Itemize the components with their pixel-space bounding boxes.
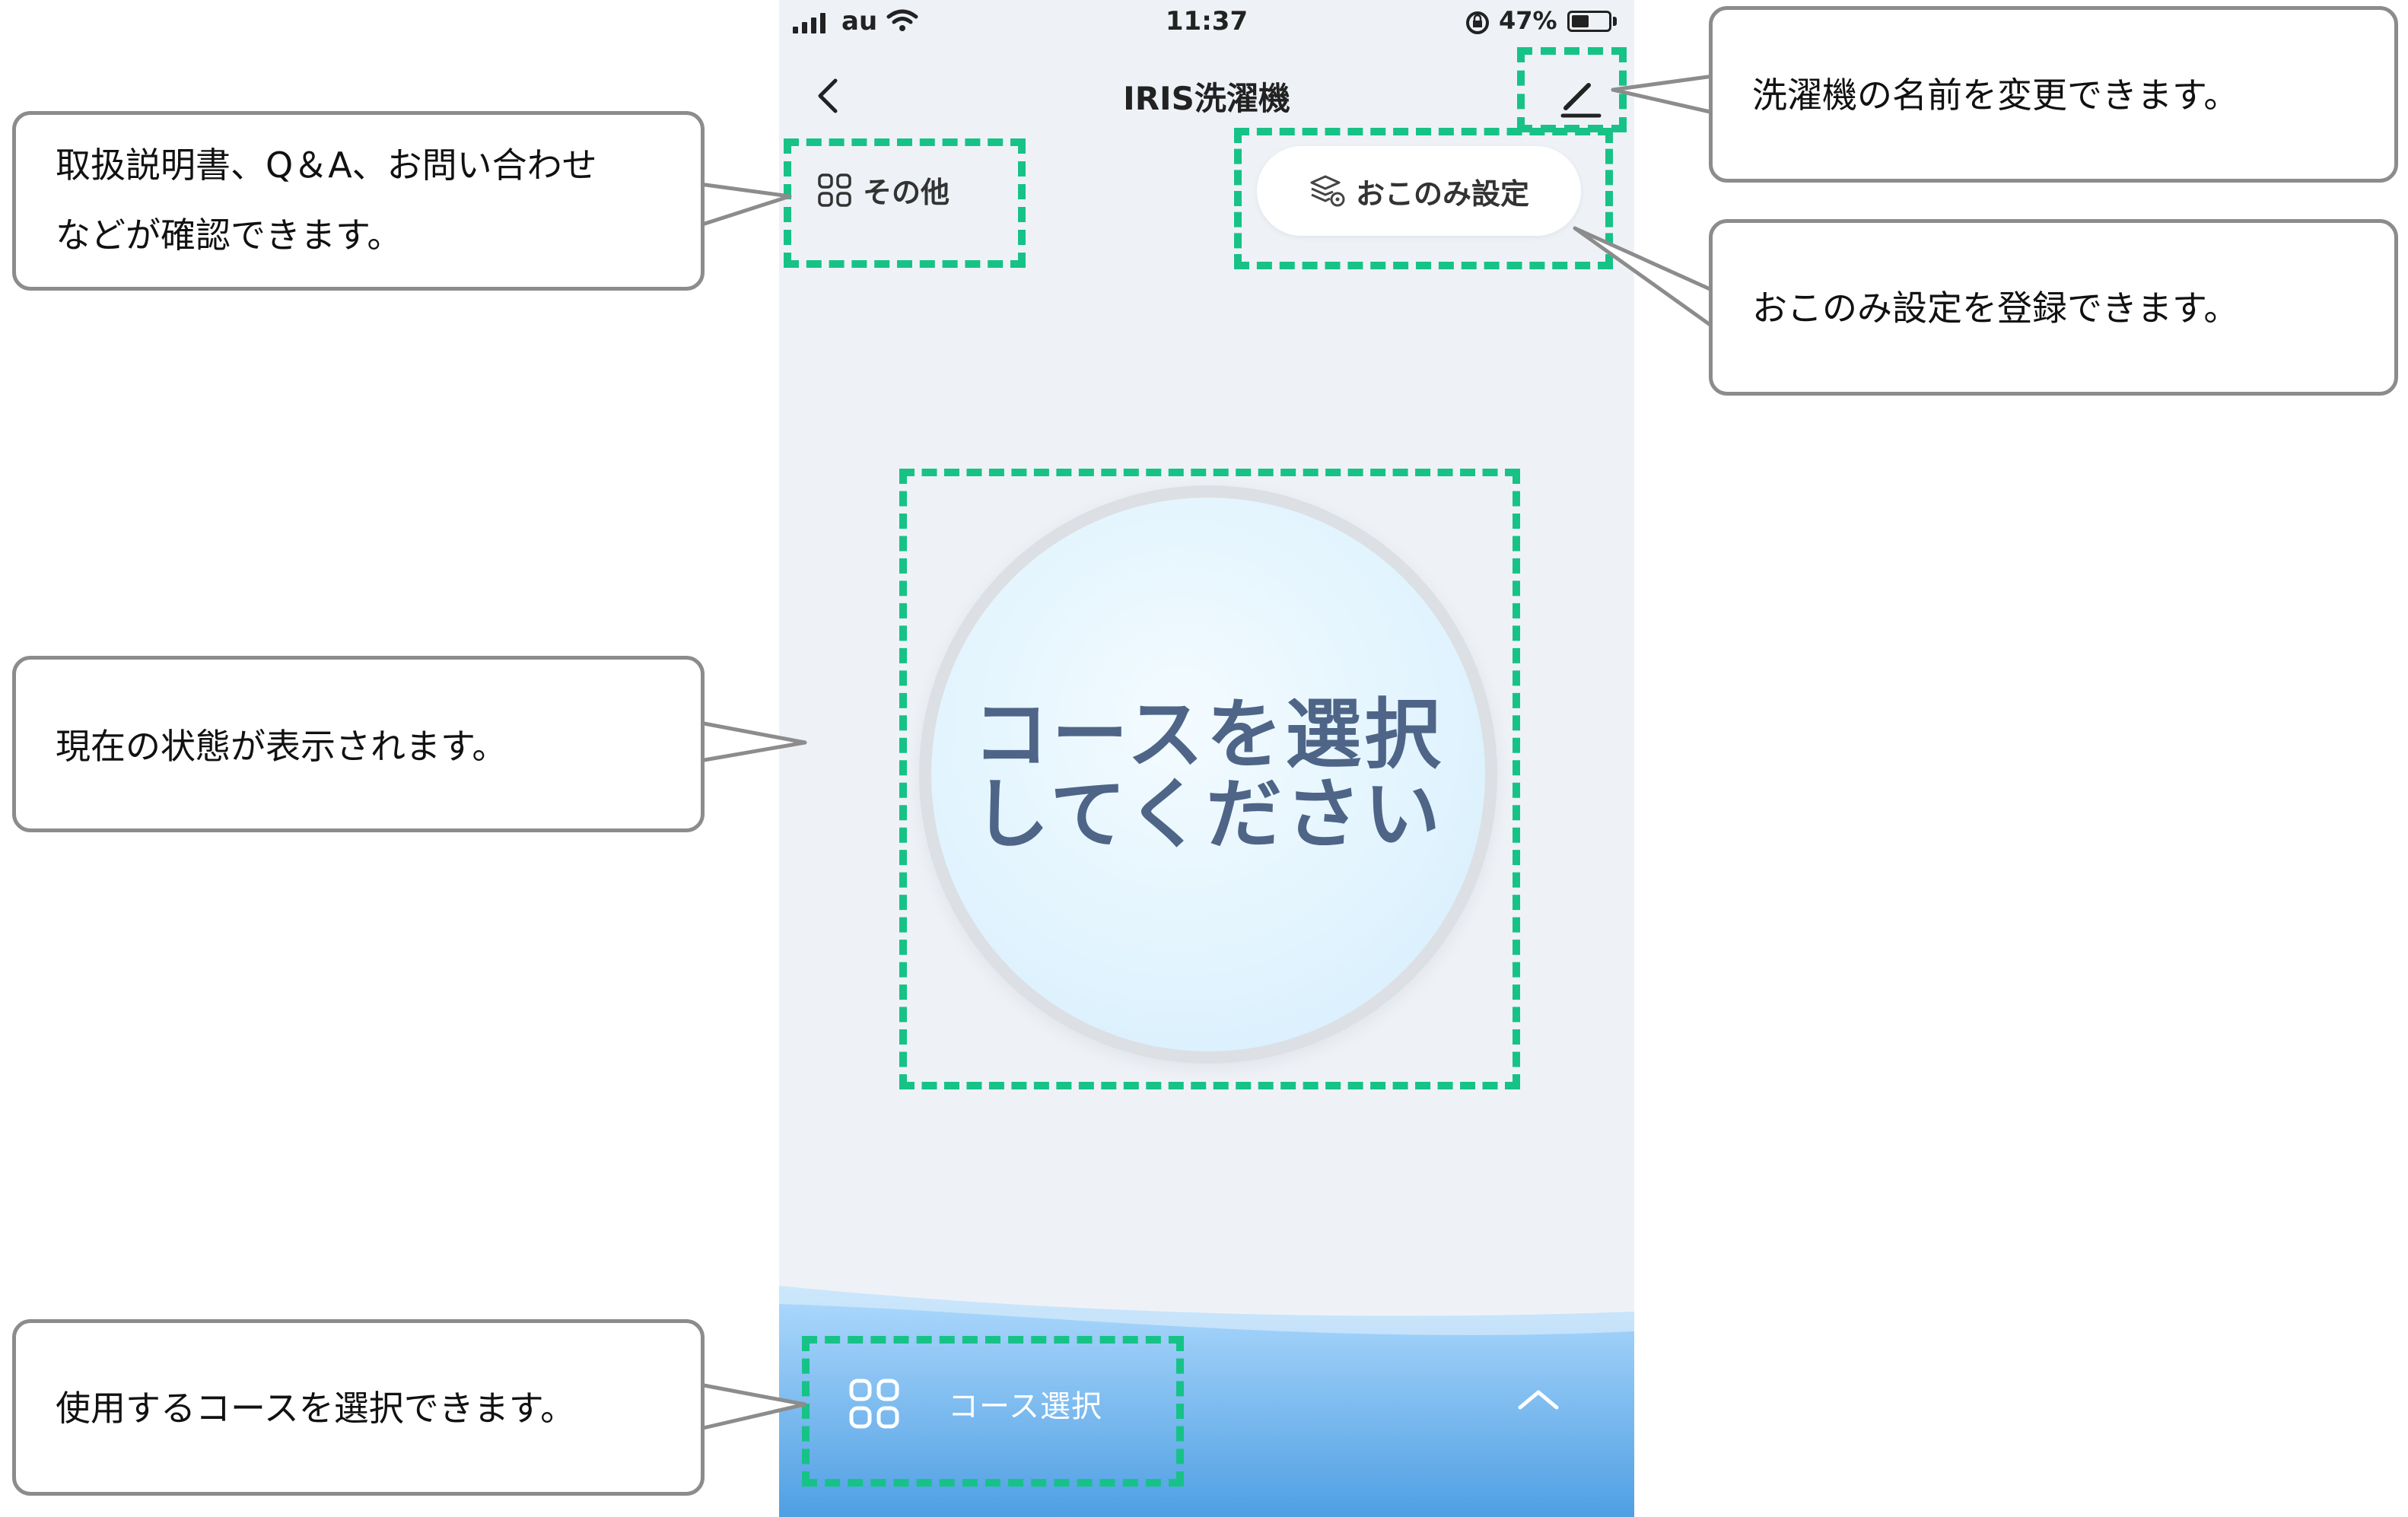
phone-screen: au 11:37 47% IRIS洗濯機 その他 [779, 0, 1634, 1517]
page-title: IRIS洗濯機 [1123, 80, 1290, 117]
favorite-settings-label: おこのみ設定 [1355, 177, 1529, 211]
battery-percent: 47% [1499, 6, 1557, 35]
course-select-button[interactable]: コース選択 [848, 1377, 1102, 1430]
status-display: コースを選択 してください [919, 485, 1497, 1064]
grid-icon [818, 173, 851, 207]
chevron-up-icon[interactable] [1516, 1385, 1561, 1415]
battery-icon [1567, 11, 1611, 32]
clock: 11:37 [1165, 6, 1249, 37]
callout-status-text: 現在の状態が表示されます。 [56, 726, 507, 767]
callout-other-line1: 取扱説明書、Q＆A、お問い合わせ [56, 145, 597, 186]
bottom-wave [779, 1286, 1634, 1517]
back-button[interactable] [806, 73, 852, 119]
highlight-status [899, 469, 1520, 1089]
settings-layers-icon [1310, 175, 1345, 207]
other-label: その他 [863, 176, 950, 209]
wifi-icon [886, 9, 918, 31]
other-button[interactable]: その他 [817, 169, 950, 211]
rotation-lock-icon [1466, 11, 1489, 34]
callout-favorite: おこのみ設定を登録できます。 [1709, 219, 2398, 396]
callout-favorite-text: おこのみ設定を登録できます。 [1752, 288, 2239, 329]
callout-rename-text: 洗濯機の名前を変更できます。 [1752, 75, 2239, 116]
callout-other: 取扱説明書、Q＆A、お問い合わせ などが確認できます。 [12, 111, 705, 291]
status-circle: コースを選択 してください [931, 498, 1485, 1051]
course-select-label: コース選択 [948, 1389, 1102, 1424]
callout-other-line2: などが確認できます。 [56, 215, 402, 256]
edit-name-button[interactable] [1558, 73, 1604, 119]
battery-tip [1613, 17, 1617, 26]
highlight-course [802, 1336, 1184, 1487]
callout-course: 使用するコースを選択できます。 [12, 1319, 705, 1496]
favorite-settings-button[interactable]: おこのみ設定 [1257, 146, 1581, 236]
callout-course-text: 使用するコースを選択できます。 [56, 1388, 576, 1429]
status-bar: au 11:37 47% [779, 0, 1634, 53]
carrier-name: au [841, 6, 878, 37]
highlight-favorite [1234, 128, 1613, 269]
grid-icon [849, 1379, 899, 1429]
callout-status: 現在の状態が表示されます。 [12, 656, 705, 832]
status-text-line1: コースを選択 [972, 690, 1444, 779]
status-text-line2: してください [973, 770, 1443, 859]
signal-icon [793, 12, 825, 33]
course-panel: コース選択 [779, 1278, 1634, 1517]
callout-rename: 洗濯機の名前を変更できます。 [1709, 6, 2398, 183]
highlight-other [784, 138, 1026, 268]
